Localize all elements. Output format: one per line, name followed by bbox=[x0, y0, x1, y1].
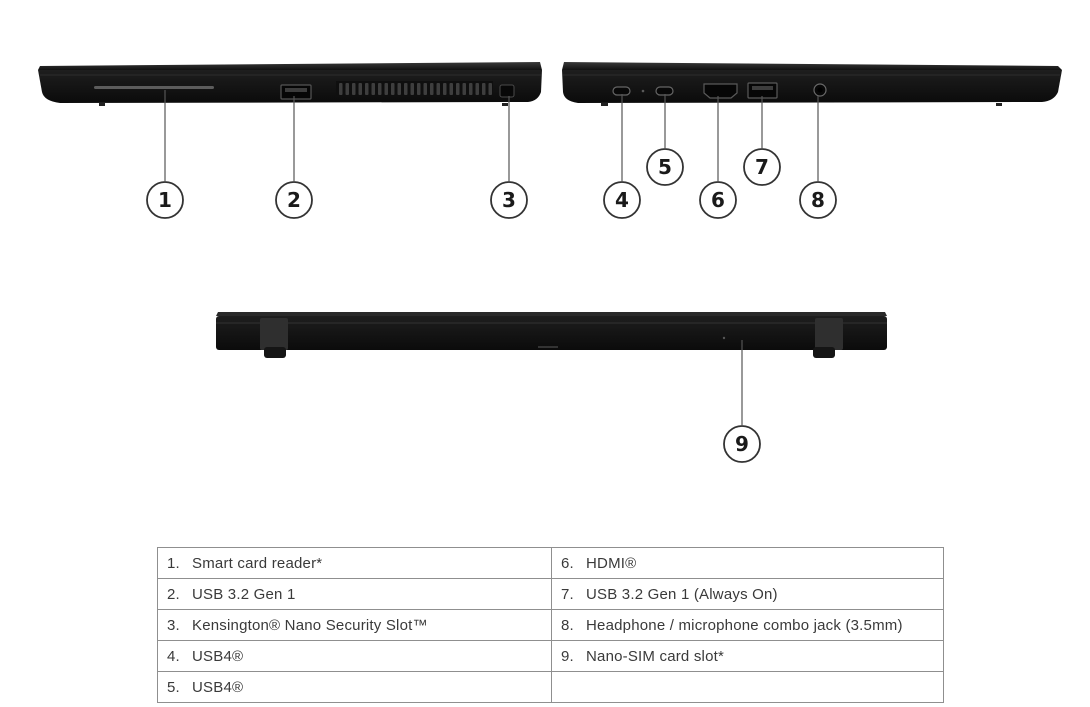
hdmi-port bbox=[703, 83, 738, 99]
callout-2: 2 bbox=[275, 181, 313, 219]
usb4-port-1 bbox=[612, 86, 631, 96]
laptop-right-side-view bbox=[562, 62, 1062, 106]
vent-slot bbox=[456, 83, 460, 95]
usb4-port-2 bbox=[655, 86, 674, 96]
table-cell: 5. USB4® bbox=[157, 671, 552, 703]
table-cell: 6. HDMI® bbox=[551, 547, 944, 579]
callout-6: 6 bbox=[699, 181, 737, 219]
item-number: 1. bbox=[167, 554, 180, 572]
item-label: HDMI® bbox=[586, 554, 637, 572]
table-cell: 2. USB 3.2 Gen 1 bbox=[157, 578, 552, 610]
vent-slot bbox=[410, 83, 414, 95]
vent-slot bbox=[345, 83, 349, 95]
callout-9: 9 bbox=[723, 425, 761, 463]
table-cell: 8. Headphone / microphone combo jack (3.5… bbox=[551, 609, 944, 641]
svg-text:9: 9 bbox=[735, 432, 749, 456]
item-number: 2. bbox=[167, 585, 180, 603]
vent-slot bbox=[436, 83, 440, 95]
vent-slot bbox=[469, 83, 473, 95]
svg-text:5: 5 bbox=[658, 155, 672, 179]
callout-8: 8 bbox=[799, 181, 837, 219]
vent-slot bbox=[475, 83, 479, 95]
vent-slot bbox=[365, 83, 369, 95]
svg-text:4: 4 bbox=[615, 188, 629, 212]
item-label: Kensington® Nano Security Slot™ bbox=[192, 616, 428, 634]
vent-slot bbox=[339, 83, 343, 95]
nano-sim-slot bbox=[722, 336, 726, 340]
item-label: USB4® bbox=[192, 678, 244, 696]
table-cell: 1. Smart card reader* bbox=[157, 547, 552, 579]
vent-slot bbox=[430, 83, 434, 95]
item-label: USB 3.2 Gen 1 bbox=[192, 585, 296, 603]
table-row: 5. USB4® bbox=[157, 671, 944, 703]
table-cell: 7. USB 3.2 Gen 1 (Always On) bbox=[551, 578, 944, 610]
vent-grille bbox=[339, 83, 492, 95]
item-number: 3. bbox=[167, 616, 180, 634]
ports-legend-table: 1. Smart card reader* 6. HDMI® 2. USB 3.2 G… bbox=[157, 547, 944, 703]
item-label: USB 3.2 Gen 1 (Always On) bbox=[586, 585, 778, 603]
vent-slot bbox=[462, 83, 466, 95]
vent-slot bbox=[371, 83, 375, 95]
item-number: 4. bbox=[167, 647, 180, 665]
item-label: Nano-SIM card slot* bbox=[586, 647, 725, 665]
callout-3: 3 bbox=[490, 181, 528, 219]
item-number: 5. bbox=[167, 678, 180, 696]
item-number: 7. bbox=[561, 585, 574, 603]
vent-slot bbox=[482, 83, 486, 95]
table-row: 4. USB4® 9. Nano-SIM card slot* bbox=[157, 640, 944, 672]
vent-slot bbox=[358, 83, 362, 95]
item-label: USB4® bbox=[192, 647, 244, 665]
leader-lines bbox=[164, 90, 819, 425]
svg-text:7: 7 bbox=[755, 155, 769, 179]
vent-slot bbox=[391, 83, 395, 95]
callout-7: 7 bbox=[743, 148, 781, 186]
callout-5: 5 bbox=[646, 148, 684, 186]
table-row: 2. USB 3.2 Gen 1 7. USB 3.2 Gen 1 (Always … bbox=[157, 578, 944, 610]
vent-slot bbox=[417, 83, 421, 95]
table-row: 3. Kensington® Nano Security Slot™ 8. Head… bbox=[157, 609, 944, 641]
laptop-ports-diagram: 1 2 3 4 5 6 7 8 9 bbox=[38, 62, 1062, 463]
item-label: Headphone / microphone combo jack (3.5mm… bbox=[586, 616, 903, 634]
table-cell bbox=[551, 671, 944, 703]
svg-text:3: 3 bbox=[502, 188, 516, 212]
table-row: 1. Smart card reader* 6. HDMI® bbox=[157, 547, 944, 579]
laptop-left-side-view bbox=[38, 62, 542, 106]
svg-text:2: 2 bbox=[287, 188, 301, 212]
laptop-rear-view bbox=[216, 312, 887, 358]
vent-slot bbox=[423, 83, 427, 95]
vent-slot bbox=[352, 83, 356, 95]
vent-slot bbox=[378, 83, 382, 95]
vent-slot bbox=[384, 83, 388, 95]
callout-4: 4 bbox=[603, 181, 641, 219]
table-cell: 4. USB4® bbox=[157, 640, 552, 672]
usb-a-always-on-port bbox=[747, 82, 778, 99]
item-number: 8. bbox=[561, 616, 574, 634]
item-label: Smart card reader* bbox=[192, 554, 323, 572]
svg-text:6: 6 bbox=[711, 188, 725, 212]
vent-slot bbox=[397, 83, 401, 95]
item-number: 9. bbox=[561, 647, 574, 665]
table-cell: 9. Nano-SIM card slot* bbox=[551, 640, 944, 672]
svg-text:8: 8 bbox=[811, 188, 825, 212]
vent-slot bbox=[404, 83, 408, 95]
callout-1: 1 bbox=[146, 181, 184, 219]
security-slot bbox=[499, 84, 515, 98]
item-number: 6. bbox=[561, 554, 574, 572]
smart-card-slot bbox=[94, 86, 214, 89]
vent-slot bbox=[443, 83, 447, 95]
vent-slot bbox=[449, 83, 453, 95]
svg-text:1: 1 bbox=[158, 188, 172, 212]
vent-slot bbox=[488, 83, 492, 95]
table-cell: 3. Kensington® Nano Security Slot™ bbox=[157, 609, 552, 641]
